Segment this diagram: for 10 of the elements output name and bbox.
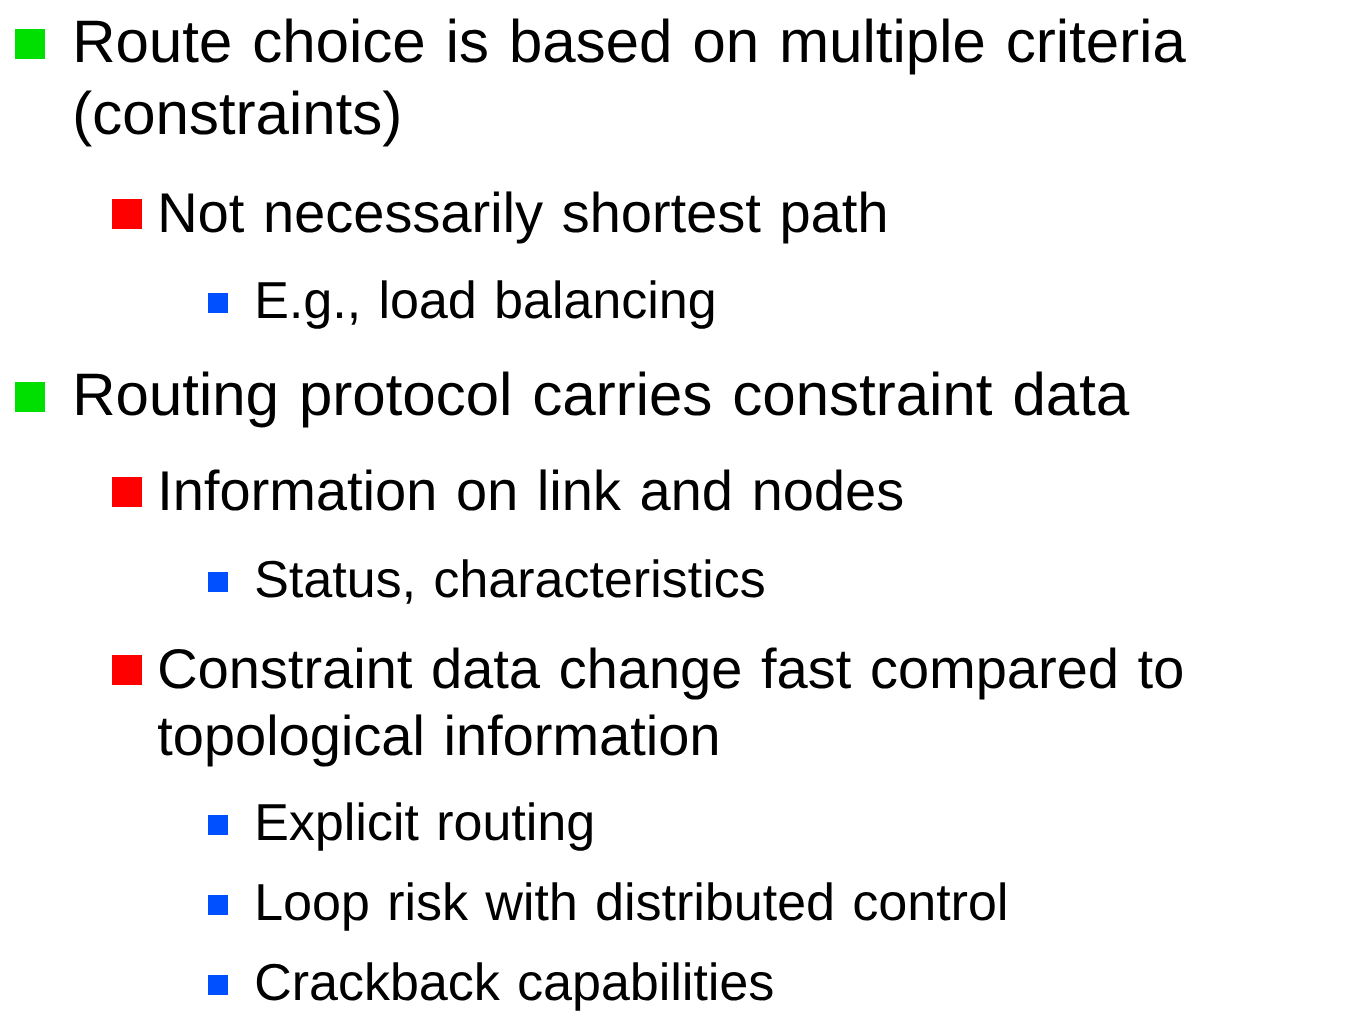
bullet-text: Routing protocol carries constraint data [77,371,1130,428]
bullet-text: Explicit routing [258,802,592,851]
bullet-text: Information on link and nodes [162,469,903,511]
bullet-text: Not necessarily shortest path [161,191,885,244]
bullet-text: Constraint data change fast compared to topological information [158,647,1182,767]
bullet-text: Route choice is based on multiple criteria (constraints) [75,18,1186,147]
bullet-text: E.g., load balancing [258,280,714,329]
bullet-text: Crackback capabilities [256,962,773,1011]
bullet-text: Status, characteristics [256,559,764,604]
bullet-text: Loop risk with distributed control [258,882,1005,931]
